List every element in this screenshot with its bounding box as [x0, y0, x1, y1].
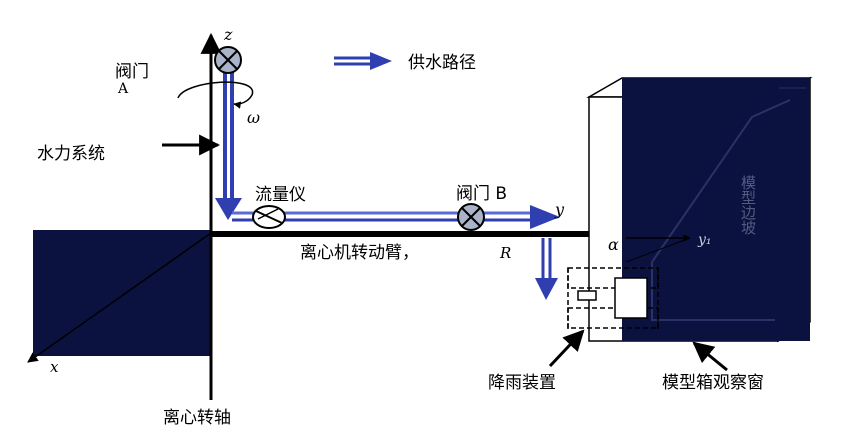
y-axis-label: y	[554, 200, 565, 219]
alpha-label: α	[608, 235, 619, 254]
valve-a-label-2: A	[117, 81, 129, 97]
x-axis-line	[27, 232, 212, 363]
rain-device-label: 降雨装置	[488, 373, 556, 393]
water-path-arrow-icon	[215, 198, 242, 220]
z-axis-label: z	[223, 25, 233, 44]
valve-a-label-1: 阀门	[115, 62, 149, 82]
flowmeter-icon[interactable]	[252, 205, 286, 229]
legend-label: 供水路径	[408, 53, 476, 73]
valve-icon[interactable]	[214, 46, 242, 74]
flowmeter-label: 流量仪	[255, 185, 306, 205]
valve-b-label: 阀门 B	[456, 184, 507, 204]
arm-radius-label: R	[499, 244, 511, 262]
centrifuge-arm-label: 离心机转动臂，	[300, 243, 419, 263]
observation-window-label: 模型箱观察窗	[662, 373, 764, 393]
centrifuge-arm	[211, 231, 589, 237]
rain-device-pointer	[548, 329, 585, 368]
valve-icon[interactable]	[457, 203, 485, 231]
omega-label: ω	[247, 108, 260, 127]
y1-label: y₁	[697, 232, 712, 248]
legend: 供水路径	[334, 52, 476, 73]
rotation-arrow	[177, 81, 253, 109]
rain-device-nozzle	[577, 290, 597, 301]
observation-window	[622, 78, 810, 341]
rain-device	[567, 267, 659, 330]
water-path-arrow-icon	[530, 205, 560, 229]
rotation-axis-label: 离心转轴	[163, 408, 231, 428]
slope-label: 模型边坡	[739, 175, 757, 235]
base-block	[33, 230, 211, 356]
hydraulic-system-label: 水力系统	[37, 144, 105, 164]
x-axis-label: x	[50, 358, 59, 376]
model-slope-outline	[651, 99, 791, 263]
observation-window-pointer	[692, 341, 728, 372]
water-path-arrow-icon	[370, 52, 392, 70]
water-path-arrow-icon	[535, 278, 558, 300]
rain-device-body	[614, 277, 648, 319]
